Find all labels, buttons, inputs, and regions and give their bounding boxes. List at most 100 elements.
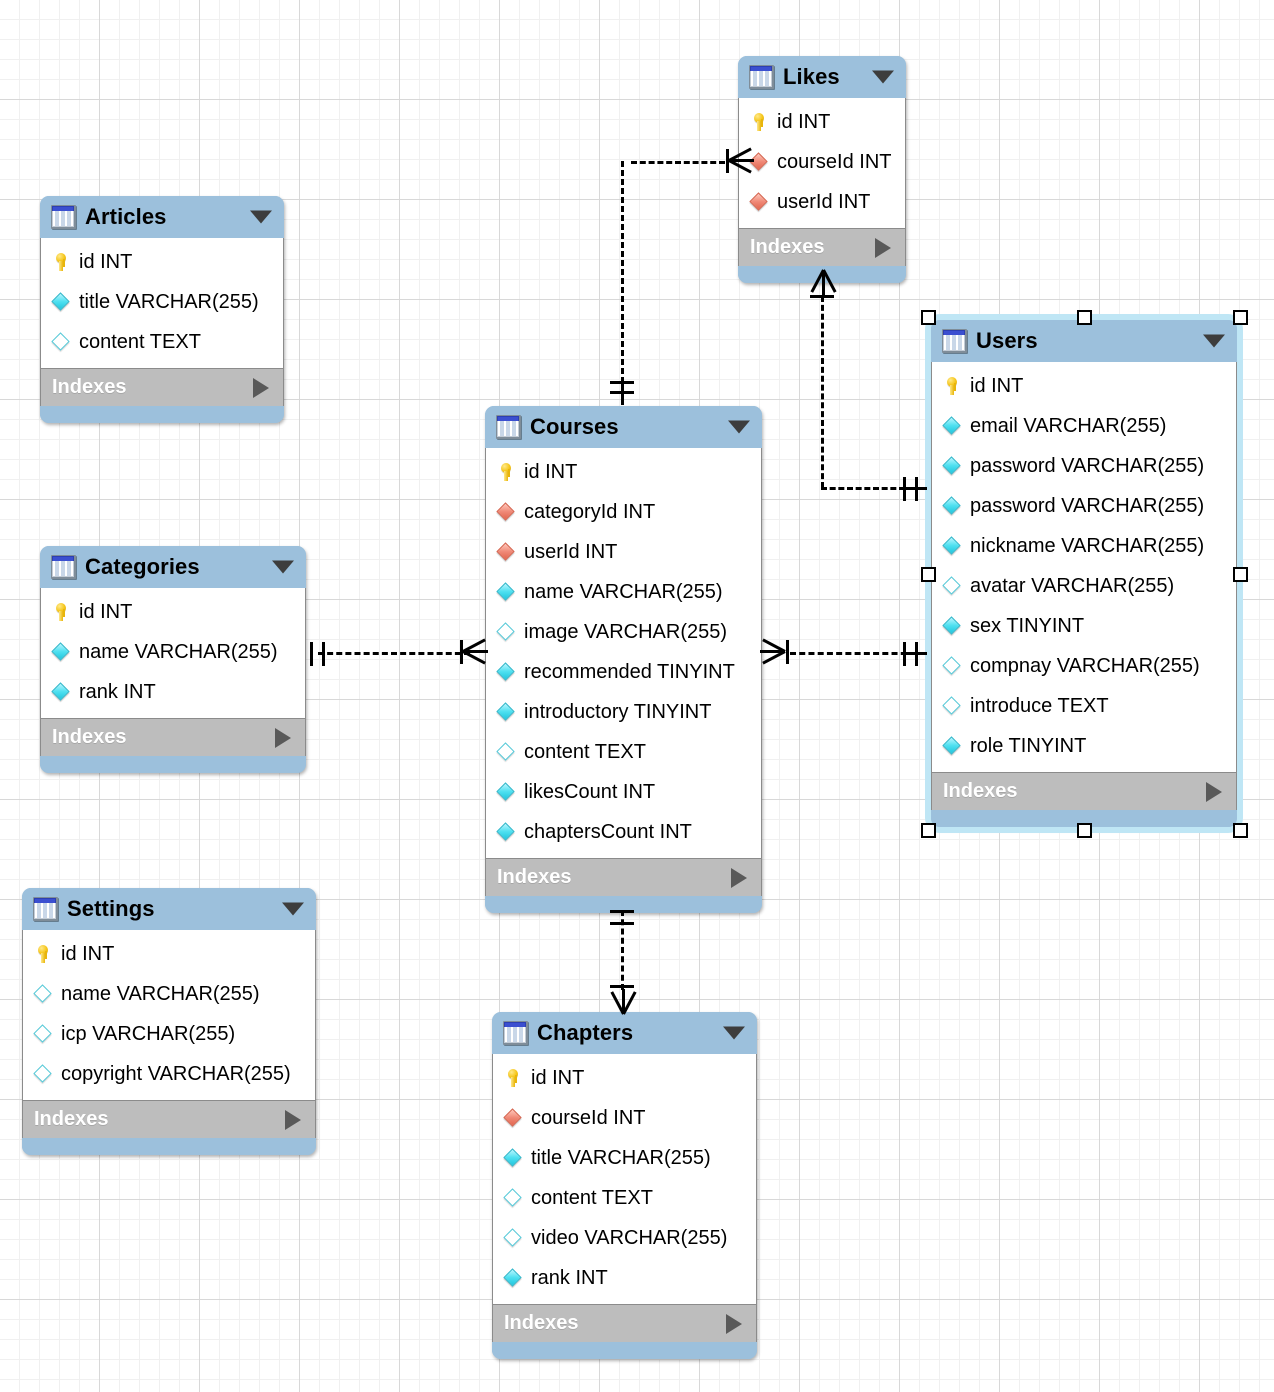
column-label: title VARCHAR(255) (79, 290, 259, 313)
table-header-users[interactable]: Users (931, 320, 1237, 362)
table-column-row[interactable]: rank INT (493, 1258, 756, 1298)
table-header-categories[interactable]: Categories (40, 546, 306, 588)
table-column-row[interactable]: id INT (41, 592, 305, 632)
foreign-key-icon (750, 193, 768, 211)
table-column-row[interactable]: nickname VARCHAR(255) (932, 526, 1236, 566)
column-label: introduce TEXT (970, 694, 1109, 717)
table-column-row[interactable]: name VARCHAR(255) (486, 572, 761, 612)
table-column-row[interactable]: video VARCHAR(255) (493, 1218, 756, 1258)
table-column-row[interactable]: copyright VARCHAR(255) (23, 1054, 315, 1094)
table-column-row[interactable]: image VARCHAR(255) (486, 612, 761, 652)
table-column-row[interactable]: rank INT (41, 672, 305, 712)
table-header-settings[interactable]: Settings (22, 888, 316, 930)
table-icon (51, 205, 76, 229)
resize-handle[interactable] (1233, 566, 1248, 582)
table-column-row[interactable]: categoryId INT (486, 492, 761, 532)
foreign-key-icon (497, 543, 515, 561)
not-null-column-icon (943, 417, 961, 435)
primary-key-icon (504, 1069, 522, 1087)
table-header-courses[interactable]: Courses (485, 406, 762, 448)
indexes-section-categories[interactable]: Indexes (40, 718, 306, 756)
indexes-section-users[interactable]: Indexes (931, 772, 1237, 810)
table-column-row[interactable]: recommended TINYINT (486, 652, 761, 692)
indexes-section-likes[interactable]: Indexes (738, 228, 906, 266)
table-column-row[interactable]: userId INT (486, 532, 761, 572)
indexes-label: Indexes (52, 376, 127, 398)
table-column-row[interactable]: introductory TINYINT (486, 692, 761, 732)
chevron-down-icon[interactable] (872, 70, 894, 84)
resize-handle[interactable] (921, 310, 936, 325)
table-column-row[interactable]: introduce TEXT (932, 686, 1236, 726)
column-label: chaptersCount INT (524, 820, 692, 843)
table-column-row[interactable]: title VARCHAR(255) (493, 1138, 756, 1178)
table-column-row[interactable]: courseId INT (493, 1098, 756, 1138)
chevron-down-icon[interactable] (282, 902, 304, 916)
indexes-section-articles[interactable]: Indexes (40, 368, 284, 406)
table-column-row[interactable]: content TEXT (486, 732, 761, 772)
table-column-row[interactable]: password VARCHAR(255) (932, 486, 1236, 526)
table-column-row[interactable]: name VARCHAR(255) (23, 974, 315, 1014)
table-header-chapters[interactable]: Chapters (492, 1012, 757, 1054)
chevron-down-icon[interactable] (1203, 334, 1225, 348)
cardinality-one-marker (610, 922, 634, 925)
chevron-right-icon[interactable] (285, 1109, 301, 1130)
resize-handle[interactable] (921, 566, 936, 582)
table-column-row[interactable]: icp VARCHAR(255) (23, 1014, 315, 1054)
table-column-row[interactable]: id INT (739, 102, 905, 142)
table-column-row[interactable]: id INT (23, 934, 315, 974)
table-column-row[interactable]: title VARCHAR(255) (41, 282, 283, 322)
table-column-row[interactable]: id INT (493, 1058, 756, 1098)
table-column-row[interactable]: compnay VARCHAR(255) (932, 646, 1236, 686)
chevron-right-icon[interactable] (1206, 781, 1222, 802)
chevron-down-icon[interactable] (250, 210, 272, 224)
table-column-row[interactable]: id INT (41, 242, 283, 282)
chevron-down-icon[interactable] (723, 1026, 745, 1040)
table-column-row[interactable]: password VARCHAR(255) (932, 446, 1236, 486)
resize-handle[interactable] (1233, 823, 1248, 838)
chevron-down-icon[interactable] (272, 560, 294, 574)
table-column-row[interactable]: likesCount INT (486, 772, 761, 812)
table-column-row[interactable]: courseId INT (739, 142, 905, 182)
column-label: nickname VARCHAR(255) (970, 534, 1205, 557)
table-column-row[interactable]: sex TINYINT (932, 606, 1236, 646)
chevron-down-icon[interactable] (728, 420, 750, 434)
table-column-row[interactable]: id INT (932, 366, 1236, 406)
resize-handle[interactable] (1077, 310, 1092, 325)
column-label: role TINYINT (970, 734, 1087, 757)
table-column-row[interactable]: email VARCHAR(255) (932, 406, 1236, 446)
connector-segment (821, 296, 824, 488)
resize-handle[interactable] (921, 823, 936, 838)
chevron-right-icon[interactable] (726, 1313, 742, 1334)
chevron-right-icon[interactable] (875, 237, 891, 258)
indexes-section-settings[interactable]: Indexes (22, 1100, 316, 1138)
table-column-row[interactable]: id INT (486, 452, 761, 492)
table-column-row[interactable]: name VARCHAR(255) (41, 632, 305, 672)
table-header-likes[interactable]: Likes (738, 56, 906, 98)
chevron-right-icon[interactable] (253, 377, 269, 398)
table-column-row[interactable]: content TEXT (41, 322, 283, 362)
indexes-section-courses[interactable]: Indexes (485, 858, 762, 896)
connector-segment (621, 161, 624, 383)
chevron-right-icon[interactable] (731, 867, 747, 888)
chevron-right-icon[interactable] (275, 727, 291, 748)
table-column-row[interactable]: role TINYINT (932, 726, 1236, 766)
table-title: Articles (85, 204, 167, 229)
table-column-row[interactable]: userId INT (739, 182, 905, 222)
table-column-row[interactable]: avatar VARCHAR(255) (932, 566, 1236, 606)
table-node-articles[interactable]: Articles id INT title VARCHAR(255) content … (40, 196, 284, 423)
resize-handle[interactable] (1077, 823, 1092, 838)
table-header-articles[interactable]: Articles (40, 196, 284, 238)
indexes-section-chapters[interactable]: Indexes (492, 1304, 757, 1342)
table-column-row[interactable]: chaptersCount INT (486, 812, 761, 852)
table-column-row[interactable]: content TEXT (493, 1178, 756, 1218)
resize-handle[interactable] (1233, 310, 1248, 325)
table-footer (492, 1342, 757, 1359)
